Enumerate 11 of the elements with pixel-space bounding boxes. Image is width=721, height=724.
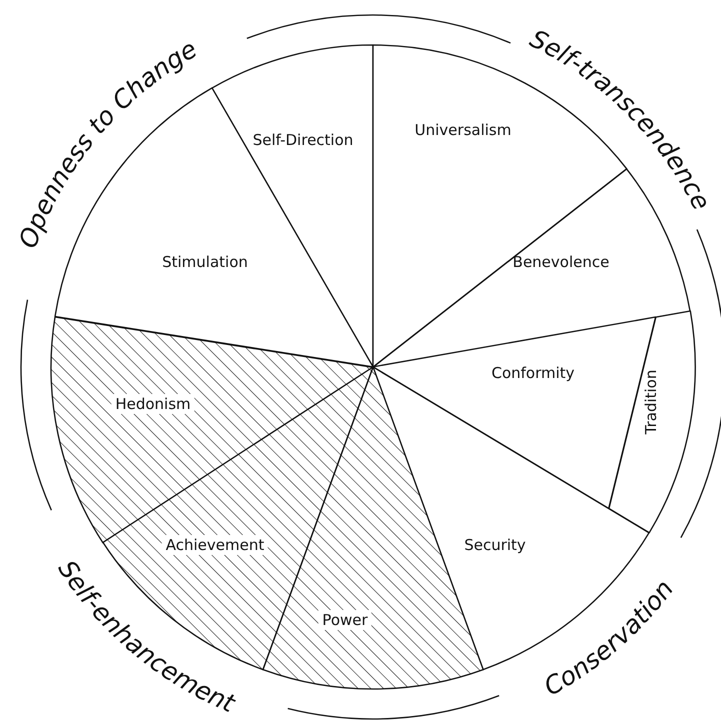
sector-label: Security xyxy=(464,536,526,554)
sector-label: Conformity xyxy=(491,364,575,382)
sector-label: Power xyxy=(318,610,372,630)
sector-label: Tradition xyxy=(642,370,660,434)
sector-label: Achievement xyxy=(162,535,268,555)
sector-label: Stimulation xyxy=(162,252,248,271)
sector xyxy=(608,310,696,534)
sector-label: Benevolence xyxy=(512,252,610,271)
sector-label: Self-Direction xyxy=(252,131,354,149)
sector-label: Hedonism xyxy=(111,394,195,414)
sector-label: Universalism xyxy=(414,121,512,139)
